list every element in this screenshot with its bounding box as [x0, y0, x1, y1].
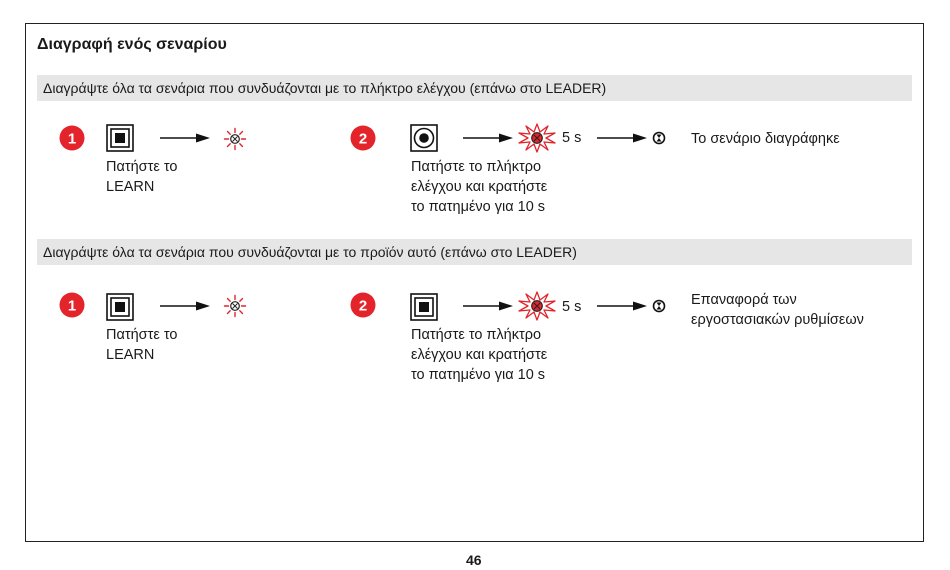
blinking-led-icon	[223, 294, 247, 318]
arrow-icon	[463, 301, 513, 311]
step-instruction-line: ελέγχου και κρατήστε	[411, 179, 548, 195]
arrow-icon	[160, 301, 210, 311]
step-instruction-line: ελέγχου και κρατήστε	[411, 347, 548, 363]
step-number: 2	[359, 131, 367, 148]
duration-label: 5 s	[562, 130, 582, 146]
step-instruction-line: LEARN	[106, 347, 155, 363]
round-control-button-icon	[410, 124, 438, 152]
blinking-led-icon	[223, 127, 247, 151]
step-instruction-line: το πατημένο για 10 s	[411, 199, 546, 215]
result-line: Το σενάριο διαγράφηκε	[691, 131, 840, 147]
step-instruction: Πατήστε το LEARN	[106, 325, 177, 365]
arrow-icon	[160, 133, 210, 143]
step-number: 1	[68, 131, 76, 148]
step-instruction: Πατήστε το πλήκτρο ελέγχου και κρατήστε …	[411, 325, 547, 385]
arrow-icon	[597, 133, 647, 143]
led-off-icon	[652, 299, 666, 313]
result-line: εργοστασιακών ρυθμίσεων	[691, 312, 864, 328]
result-text: Το σενάριο διαγράφηκε	[691, 129, 840, 149]
step-number: 2	[359, 298, 367, 315]
page-frame	[25, 23, 924, 542]
fast-blinking-led-icon	[517, 291, 557, 321]
step-instruction-line: Πατήστε το πλήκτρο	[411, 327, 542, 343]
step-instruction: Πατήστε το πλήκτρο ελέγχου και κρατήστε …	[411, 157, 547, 217]
arrow-icon	[463, 133, 513, 143]
step-number-badge: 2	[350, 292, 376, 318]
step-instruction-line: LEARN	[106, 179, 155, 195]
page-number: 46	[466, 552, 482, 568]
learn-button-icon	[106, 124, 134, 152]
step-instruction-line: το πατημένο για 10 s	[411, 367, 546, 383]
duration-label: 5 s	[562, 299, 582, 315]
section-heading-band: Διαγράψτε όλα τα σενάρια που συνδυάζοντα…	[37, 75, 912, 101]
led-off-icon	[652, 131, 666, 145]
step-instruction-line: Πατήστε το πλήκτρο	[411, 159, 542, 175]
learn-button-icon	[106, 293, 134, 321]
step-number-badge: 1	[59, 125, 85, 151]
result-line: Επαναφορά των	[691, 292, 797, 308]
page-title: Διαγραφή ενός σεναρίου	[37, 36, 227, 53]
step-number-badge: 2	[350, 125, 376, 151]
step-instruction: Πατήστε το LEARN	[106, 157, 177, 197]
learn-button-icon	[410, 293, 438, 321]
section-heading: Διαγράψτε όλα τα σενάρια που συνδυάζοντα…	[43, 244, 577, 260]
step-instruction-line: Πατήστε το	[106, 159, 178, 175]
step-number-badge: 1	[59, 292, 85, 318]
step-number: 1	[68, 298, 76, 315]
section-heading: Διαγράψτε όλα τα σενάρια που συνδυάζοντα…	[43, 80, 607, 96]
section-heading-band: Διαγράψτε όλα τα σενάρια που συνδυάζοντα…	[37, 239, 912, 265]
result-text: Επαναφορά των εργοστασιακών ρυθμίσεων	[691, 290, 864, 330]
arrow-icon	[597, 301, 647, 311]
step-instruction-line: Πατήστε το	[106, 327, 178, 343]
fast-blinking-led-icon	[517, 123, 557, 153]
